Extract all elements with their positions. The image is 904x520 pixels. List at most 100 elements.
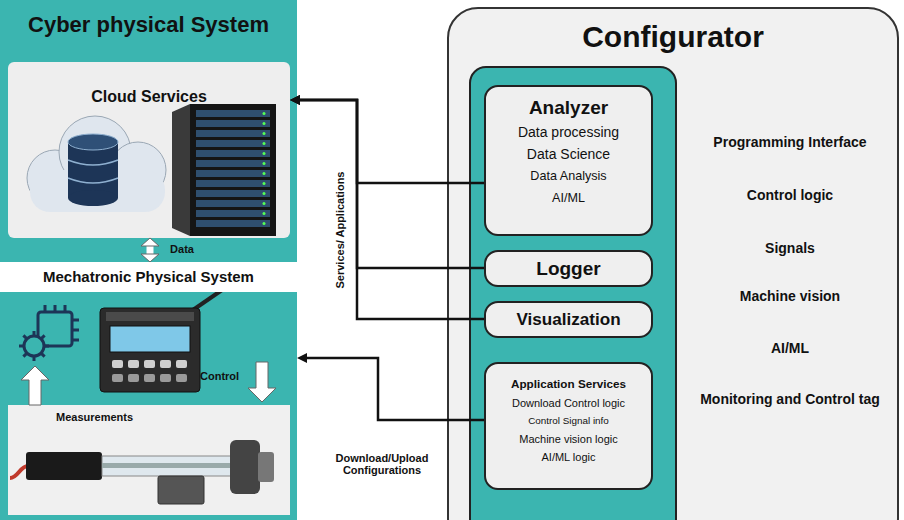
node-heading: Analyzer	[529, 95, 608, 121]
connector-arrow	[147, 246, 154, 254]
actuator-illustration	[230, 440, 260, 494]
node-heading: Mechatronic Physical System	[0, 262, 297, 292]
system-panel: Cyber physical SystemCloud ServicesMecha…	[0, 0, 297, 520]
server-rack	[196, 220, 270, 227]
controller-device	[112, 374, 123, 382]
chip-gear-icon	[41, 335, 45, 339]
feature-label: AI/ML	[690, 340, 890, 356]
services-box: Application ServicesDownload Control log…	[484, 362, 653, 490]
server-rack	[196, 140, 270, 147]
controller-device	[112, 360, 123, 368]
chip-gear-icon	[44, 345, 49, 348]
controller-device	[128, 374, 139, 382]
feature-label: Programming Interface	[690, 134, 890, 150]
server-rack	[263, 122, 266, 125]
feature-label: Signals	[690, 240, 890, 256]
left-panel	[0, 0, 297, 520]
configurator-panel	[448, 8, 898, 520]
actuator-illustration	[102, 463, 230, 468]
feature-label: Control logic	[690, 187, 890, 203]
flow-arrows	[21, 362, 276, 405]
connector-arrow	[307, 358, 484, 420]
controller-device	[144, 374, 155, 382]
node-body-line: Control Signal info	[528, 412, 609, 430]
server-rack	[196, 150, 270, 157]
controller-device	[160, 360, 171, 368]
edge-label: Services/ Applications	[334, 155, 346, 305]
server-rack	[263, 222, 266, 225]
server-rack	[263, 132, 266, 135]
feature-label: Machine vision	[690, 288, 890, 304]
flow-arrows	[21, 366, 49, 405]
node-body-line: Data Science	[527, 143, 610, 165]
server-rack	[196, 190, 270, 197]
controller-device	[144, 360, 155, 368]
chip-gear-icon	[19, 345, 24, 348]
server-rack	[196, 180, 270, 187]
chip-gear-icon	[19, 331, 49, 361]
node-heading: Visualization	[516, 308, 620, 332]
controller-device	[110, 326, 190, 352]
controller-device	[176, 374, 187, 382]
node-heading: Cloud Services	[8, 88, 290, 106]
node-body-line: AI/ML	[552, 187, 585, 209]
cloud-illustration	[27, 116, 166, 212]
flow-label: Control	[200, 370, 250, 382]
visualization-box: Visualization	[484, 301, 653, 338]
actuator-illustration	[102, 456, 232, 476]
database-icon	[68, 190, 118, 206]
analyzer-box: AnalyzerData processingData ScienceData …	[484, 85, 653, 236]
edge-label: Download/Upload Configurations	[322, 452, 442, 476]
server-rack	[263, 182, 266, 185]
node-body-line: Data Analysis	[530, 165, 606, 187]
controller-device	[112, 360, 187, 382]
server-rack	[172, 104, 276, 236]
server-rack	[263, 112, 266, 115]
node-heading: Logger	[536, 257, 600, 281]
controller-device	[106, 312, 194, 321]
mechatronic-band: Mechatronic Physical System	[0, 262, 297, 400]
server-rack	[190, 104, 276, 236]
server-rack	[196, 170, 270, 177]
node-body-line: Download Control logic	[512, 394, 625, 412]
controller-device	[160, 374, 171, 382]
chip-gear-icon	[19, 305, 79, 361]
server-rack	[196, 120, 270, 127]
configurator-panel	[470, 67, 676, 520]
chip-gear-icon	[41, 353, 45, 357]
actuator-illustration	[26, 452, 102, 480]
left-panel	[0, 0, 297, 520]
server-rack	[263, 172, 266, 175]
server-rack	[196, 130, 270, 137]
node-body-line: Machine vision logic	[519, 430, 617, 448]
database-icon	[68, 160, 118, 183]
server-rack	[196, 200, 270, 207]
flow-arrows	[248, 362, 276, 402]
configurator-panel	[448, 8, 898, 520]
logger-box: Logger	[484, 250, 653, 287]
chip-gear-icon	[33, 356, 36, 361]
configurator-panel: ConfiguratorAnalyzerData processingData …	[448, 8, 898, 520]
server-rack	[263, 152, 266, 155]
node-body-line: Data processing	[518, 121, 619, 143]
server-rack	[263, 162, 266, 165]
server-rack	[196, 210, 270, 217]
feature-label: Monitoring and Control tag	[690, 391, 890, 407]
controller-device	[128, 360, 139, 368]
node-heading: Configurator	[448, 20, 898, 54]
server-rack	[263, 192, 266, 195]
node-body-line: AI/ML logic	[541, 448, 595, 466]
server-rack	[196, 160, 270, 167]
chip-gear-icon	[24, 336, 44, 356]
chip-gear-icon	[33, 331, 36, 336]
actuator-illustration	[158, 476, 204, 504]
left-panel	[8, 405, 290, 515]
server-rack	[172, 104, 190, 236]
chip-gear-icon	[45, 305, 79, 340]
node-heading: Application Services	[511, 374, 626, 394]
server-rack	[196, 110, 270, 117]
actuator-illustration	[10, 440, 274, 504]
chip-gear-icon	[23, 353, 27, 357]
